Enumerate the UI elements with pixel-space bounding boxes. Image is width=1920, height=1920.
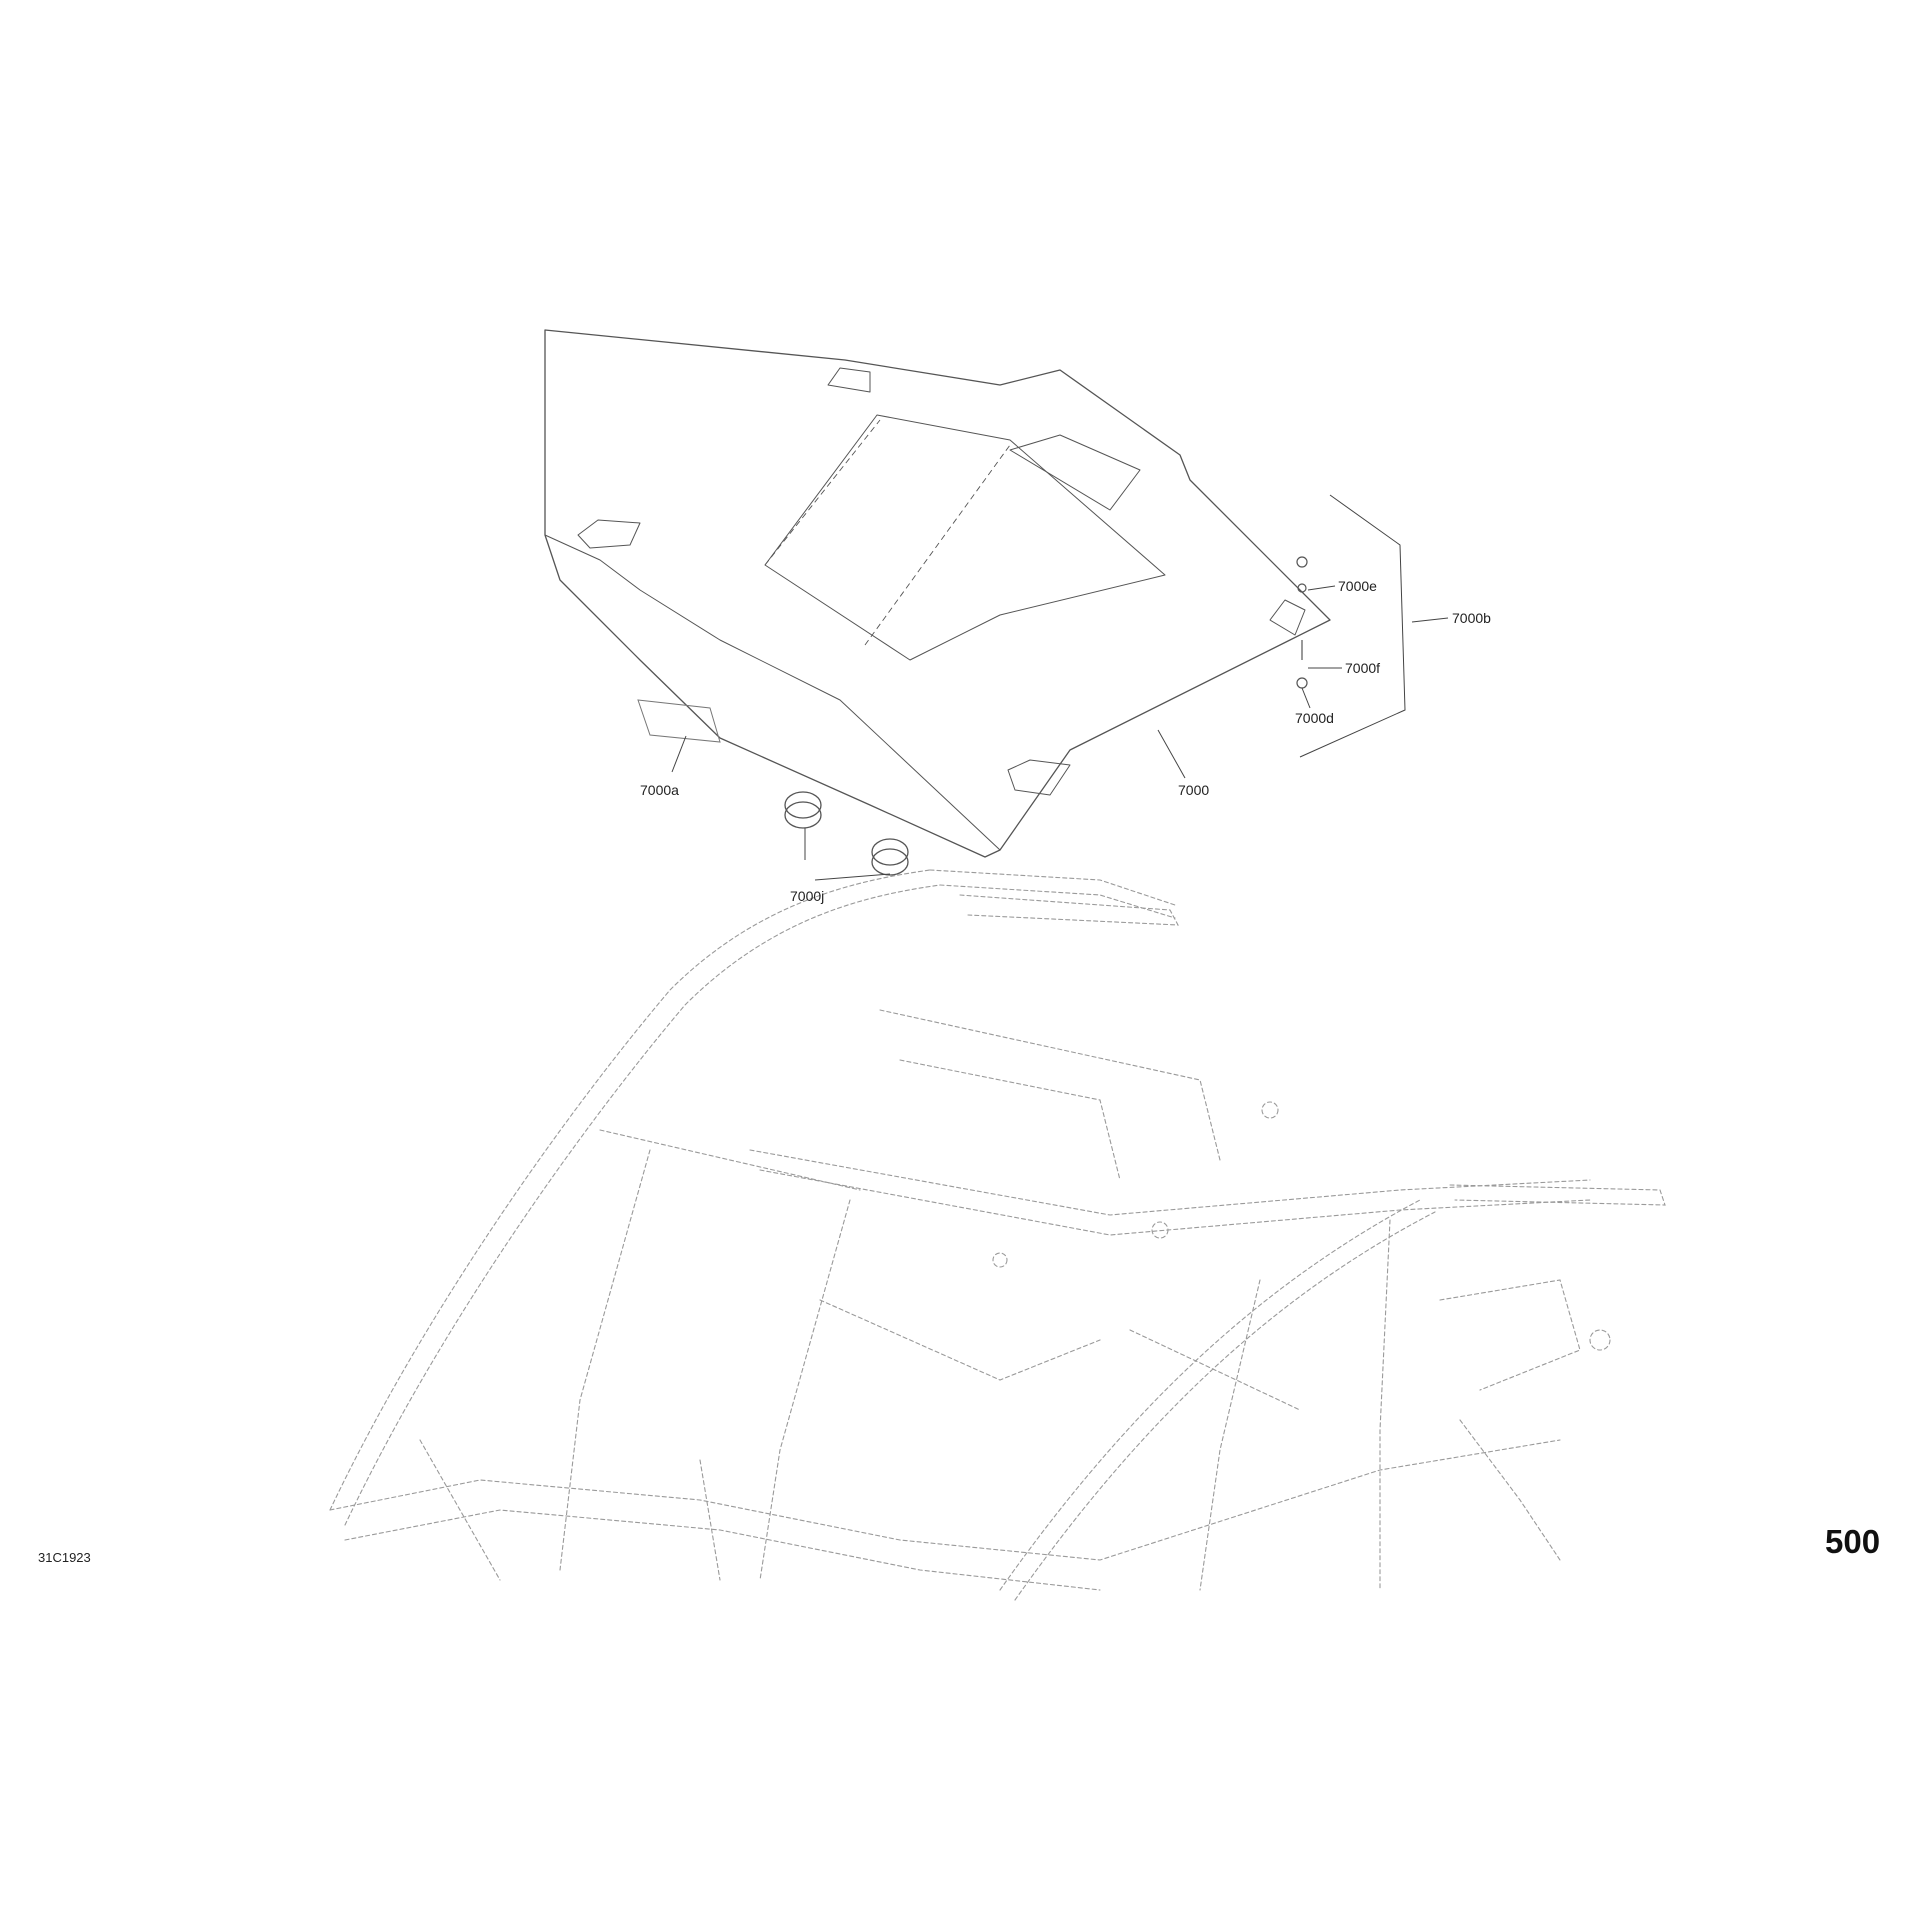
callout-7000d: 7000d — [1295, 710, 1334, 726]
bushings-7000j — [784, 791, 909, 876]
callout-7000e: 7000e — [1338, 578, 1377, 594]
callout-7000: 7000 — [1178, 782, 1210, 798]
callout-7000b: 7000b — [1452, 610, 1491, 626]
callout-7000a: 7000a — [640, 782, 679, 798]
callout-7000j: 7000j — [790, 888, 825, 904]
vehicle-cage-frame — [329, 869, 1666, 1601]
roof-panel — [544, 329, 1331, 858]
page-number: 500 — [1825, 1523, 1881, 1560]
leader-lines — [671, 494, 1449, 881]
drawing-reference: 31C1923 — [38, 1550, 91, 1565]
decal-7000a — [637, 699, 721, 743]
callout-7000f: 7000f — [1345, 660, 1381, 676]
hardware-7000b — [1296, 556, 1308, 689]
